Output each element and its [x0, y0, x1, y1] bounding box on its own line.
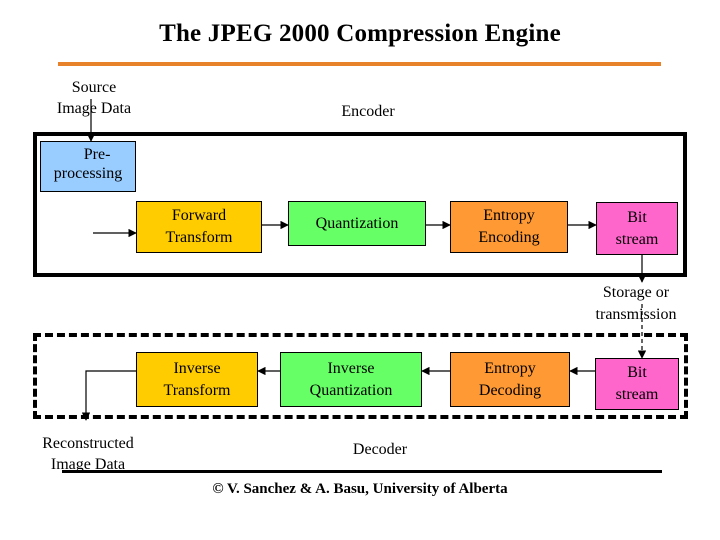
quantization-line-1: Quantization [315, 214, 399, 232]
forward-transform-line-1: Forward [171, 207, 227, 224]
source-line-2: Image Data [56, 100, 132, 117]
inverse-transform-line-1: Inverse [173, 359, 221, 377]
encoder-label: Encoder [341, 103, 395, 120]
reconstructed-line-1: Reconstructed [42, 435, 134, 452]
preprocessing-line-1: Pre- [83, 145, 111, 163]
decoder-label: Decoder [352, 441, 408, 458]
source-line-1: Source [71, 79, 117, 96]
decoder-frame [33, 333, 688, 419]
bit-stream-encoder-line-2: stream [615, 230, 659, 248]
forward-transform-line-2: Transform [165, 229, 233, 246]
inverse-quantization-line-2: Quantization [309, 381, 393, 399]
bit-stream-encoder-box[interactable]: Bit stream [596, 202, 678, 255]
reconstructed-image-label: Reconstructed Image Data [26, 433, 150, 475]
storage-label: Storage or transmission [580, 282, 692, 326]
entropy-encoding-line-1: Entropy [483, 207, 535, 224]
entropy-decoding-line-2: Decoding [478, 381, 542, 399]
title-rule [58, 62, 661, 66]
preprocessing-box[interactable]: Pre-processing [40, 141, 136, 192]
bit-stream-decoder-box[interactable]: Bit stream [595, 358, 679, 410]
bit-stream-decoder-line-1: Bit [627, 364, 647, 381]
entropy-decoding-line-1: Entropy [484, 359, 536, 377]
source-image-label: Source Image Data [40, 77, 148, 119]
page-title: The JPEG 2000 Compression Engine [159, 20, 561, 47]
copyright-text: © V. Sanchez & A. Basu, University of Al… [212, 481, 508, 497]
entropy-encoding-line-2: Encoding [478, 229, 540, 246]
reconstructed-line-2: Image Data [50, 456, 126, 473]
encoder-frame [33, 132, 687, 277]
bit-stream-encoder-line-1: Bit [627, 208, 647, 226]
arrow-inverse-transform-to-reconstructed [81, 370, 136, 421]
inverse-transform-line-2: Transform [163, 381, 231, 399]
footer-rule [62, 470, 662, 473]
storage-line-1: Storage or [602, 284, 670, 301]
inverse-quantization-line-1: Inverse [327, 359, 375, 377]
bit-stream-decoder-line-2: stream [615, 386, 659, 403]
preprocessing-line-2: processing [53, 164, 123, 182]
storage-line-2: transmission [595, 306, 677, 323]
